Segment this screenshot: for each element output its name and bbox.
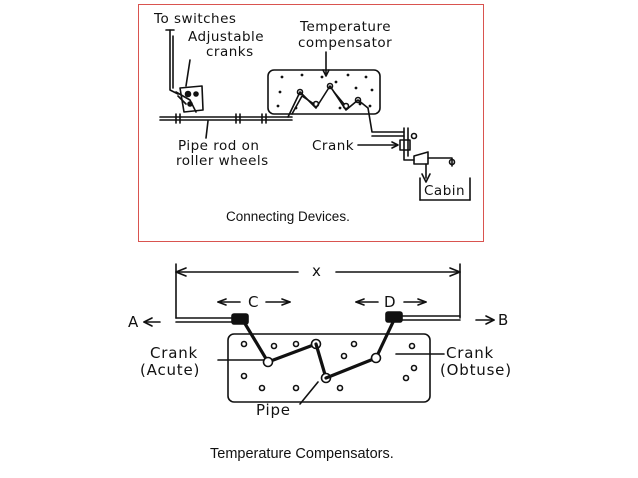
compensator-linkage (287, 85, 369, 118)
label-pipe-rod-1: Pipe rod on (178, 138, 260, 154)
label-crank-obtuse-2: (Obtuse) (440, 361, 512, 379)
label-d: D (384, 293, 397, 311)
label-crank-acute-1: Crank (150, 344, 199, 362)
cabin-crank (403, 127, 415, 161)
compensator-plate (267, 69, 381, 115)
crank-obtuse (324, 318, 396, 380)
label-crank-obtuse-1: Crank (446, 344, 495, 362)
pipe-link (314, 342, 328, 380)
label-adjustable-cranks-2: cranks (206, 44, 254, 60)
connecting-devices-frame (138, 4, 484, 242)
crank-acute (242, 320, 318, 364)
caption-connecting-devices: Connecting Devices. (226, 209, 350, 224)
label-c: C (248, 293, 260, 311)
rod-to-crank (367, 107, 405, 133)
switch-wire (169, 29, 179, 95)
label-x: x (312, 262, 322, 280)
label-temperature-compensator-2: compensator (298, 35, 393, 51)
label-crank-acute-2: (Acute) (140, 361, 201, 379)
caption-temperature-compensators: Temperature Compensators. (210, 446, 394, 462)
adjustable-crank-plate (179, 85, 204, 113)
label-b: B (498, 311, 510, 329)
label-to-switches: To switches (154, 11, 237, 27)
compensator-plate-detail (227, 333, 431, 403)
label-pipe: Pipe (256, 401, 291, 419)
label-adjustable-cranks-1: Adjustable (188, 29, 265, 45)
label-temperature-compensator-1: Temperature (300, 19, 392, 35)
label-pipe-rod-2: roller wheels (176, 153, 269, 169)
label-cabin: Cabin (424, 183, 466, 199)
label-crank: Crank (312, 138, 355, 154)
label-a: A (128, 313, 140, 331)
